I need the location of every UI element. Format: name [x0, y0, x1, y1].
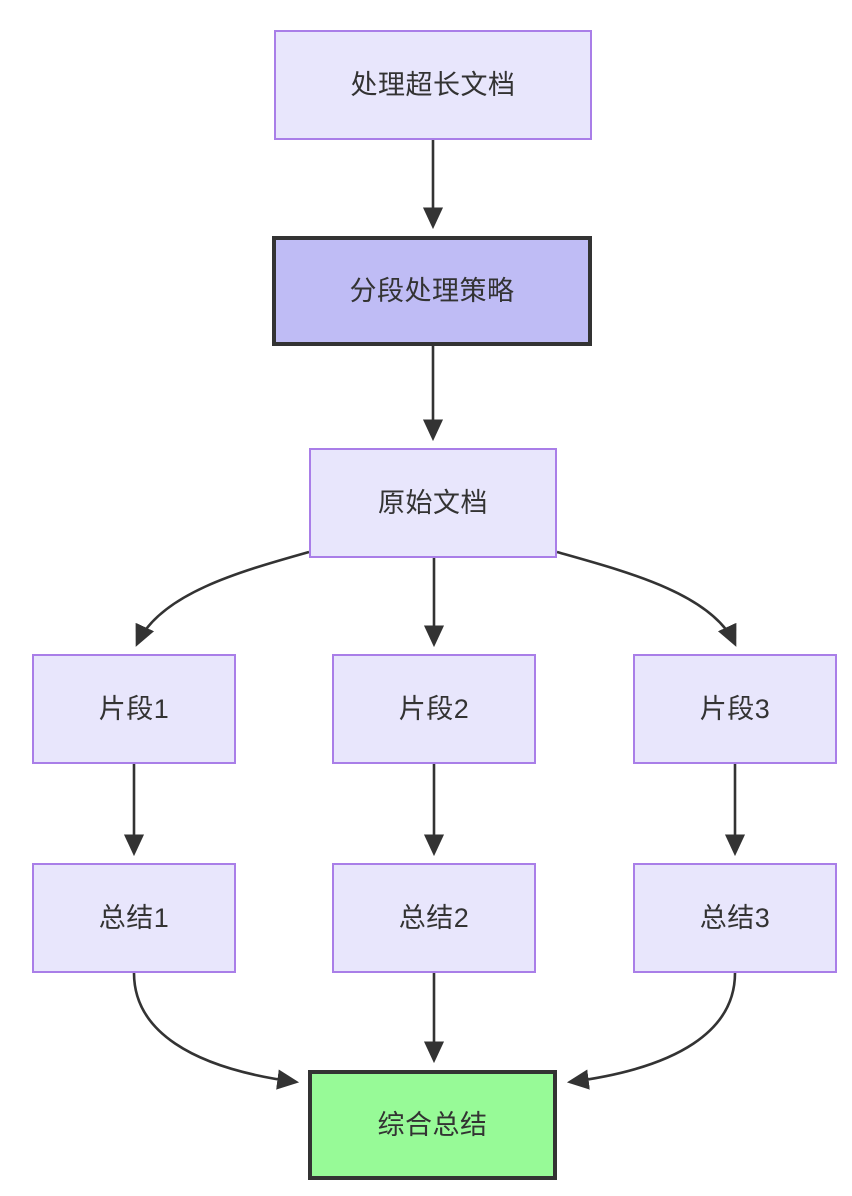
node-summary-1[interactable]: 总结1 [32, 863, 236, 973]
node-chunking-strategy[interactable]: 分段处理策略 [272, 236, 592, 346]
node-process-long-document[interactable]: 处理超长文档 [274, 30, 592, 140]
node-label: 总结1 [98, 902, 170, 933]
node-label: 片段1 [98, 693, 170, 724]
node-label: 片段3 [699, 693, 771, 724]
node-label: 总结3 [699, 902, 771, 933]
node-label: 综合总结 [377, 1109, 488, 1140]
node-label: 原始文档 [378, 487, 488, 518]
edge-source-to-chunk3 [556, 550, 737, 647]
node-label: 分段处理策略 [349, 275, 515, 306]
edge-source-to-chunk1 [135, 550, 310, 647]
node-label: 处理超长文档 [350, 69, 516, 100]
node-chunk-3[interactable]: 片段3 [633, 654, 837, 764]
edge-sum1-to-final [132, 972, 300, 1090]
node-chunk-1[interactable]: 片段1 [32, 654, 236, 764]
node-chunk-2[interactable]: 片段2 [332, 654, 536, 764]
node-combined-summary[interactable]: 综合总结 [308, 1070, 557, 1180]
edge-sum3-to-final [566, 972, 737, 1090]
node-label: 片段2 [398, 693, 470, 724]
node-source-document[interactable]: 原始文档 [309, 448, 557, 558]
node-summary-3[interactable]: 总结3 [633, 863, 837, 973]
node-label: 总结2 [398, 902, 470, 933]
node-summary-2[interactable]: 总结2 [332, 863, 536, 973]
